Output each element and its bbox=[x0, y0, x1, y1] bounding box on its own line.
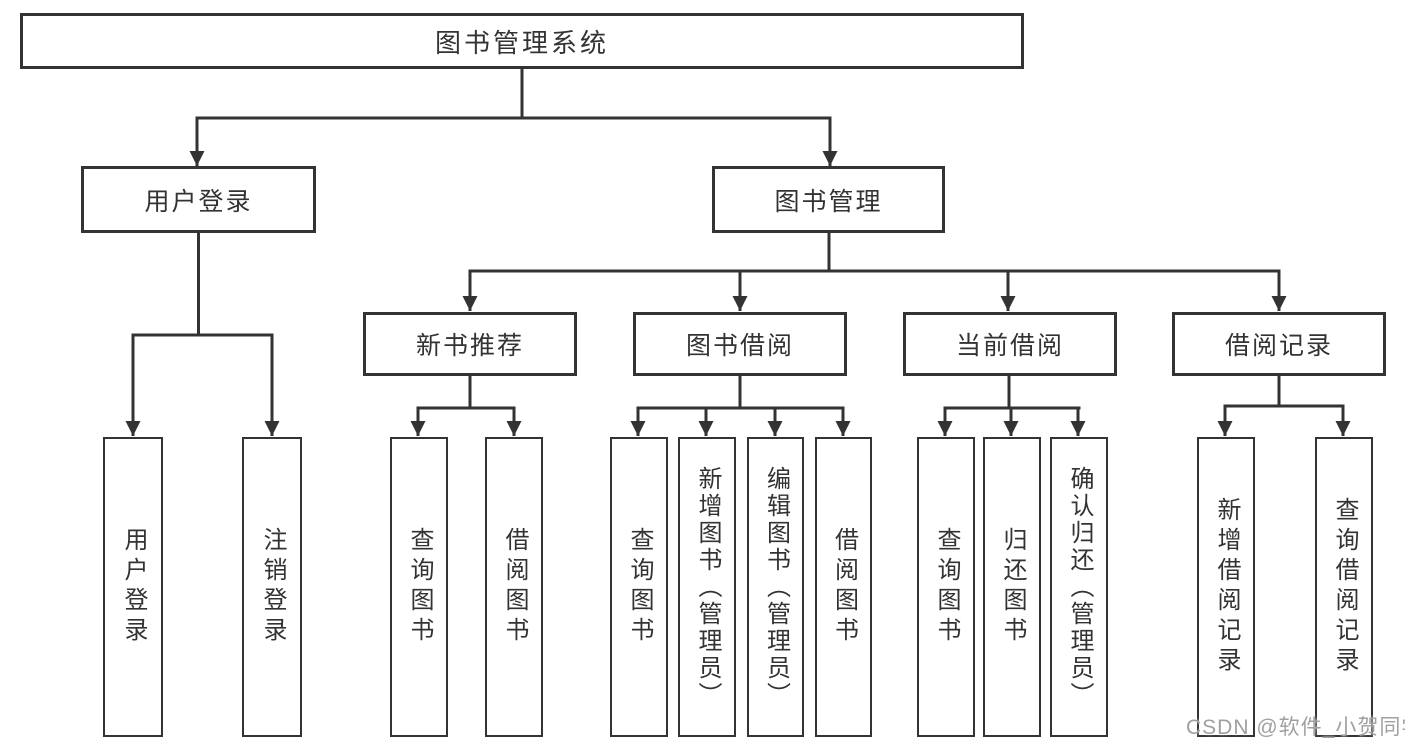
leaf-add-book-admin: 新增图书（管理员） bbox=[678, 437, 736, 737]
leaf-return-books: 归还图书 bbox=[983, 437, 1041, 737]
node-root-library-management-system: 图书管理系统 bbox=[20, 13, 1024, 69]
leaf-logout: 注销登录 bbox=[242, 437, 302, 737]
node-book-borrowing: 图书借阅 bbox=[633, 312, 847, 376]
leaf-borrow-books-borrowing-label: 借阅图书 bbox=[830, 527, 858, 647]
node-current-borrowing: 当前借阅 bbox=[903, 312, 1117, 376]
leaf-user-login: 用户登录 bbox=[103, 437, 163, 737]
node-borrowing-records: 借阅记录 bbox=[1172, 312, 1386, 376]
leaf-query-borrow-record: 查询借阅记录 bbox=[1315, 437, 1373, 737]
leaf-edit-book-admin-label: 编辑图书（管理员） bbox=[762, 465, 790, 709]
leaf-add-borrow-record-label: 新增借阅记录 bbox=[1213, 497, 1240, 677]
leaf-confirm-return-admin-label: 确认归还（管理员） bbox=[1066, 465, 1093, 709]
leaf-query-borrow-record-label: 查询借阅记录 bbox=[1331, 497, 1358, 677]
leaf-confirm-return-admin: 确认归还（管理员） bbox=[1050, 437, 1108, 737]
leaf-borrow-books-recommend-label: 借阅图书 bbox=[501, 527, 528, 647]
node-user-login: 用户登录 bbox=[81, 166, 316, 233]
node-new-book-recommend: 新书推荐 bbox=[363, 312, 577, 376]
leaf-edit-book-admin: 编辑图书（管理员） bbox=[747, 437, 804, 737]
leaf-query-books-current: 查询图书 bbox=[917, 437, 975, 737]
leaf-user-login-label: 用户登录 bbox=[120, 527, 147, 647]
leaf-add-book-admin-label: 新增图书（管理员） bbox=[694, 465, 721, 709]
leaf-borrow-books-recommend: 借阅图书 bbox=[485, 437, 543, 737]
leaf-logout-label: 注销登录 bbox=[259, 527, 286, 647]
leaf-query-books-current-label: 查询图书 bbox=[933, 527, 960, 647]
node-book-management: 图书管理 bbox=[712, 166, 945, 233]
leaf-query-books-recommend: 查询图书 bbox=[390, 437, 448, 737]
leaf-query-books-recommend-label: 查询图书 bbox=[406, 527, 433, 647]
csdn-watermark: CSDN @软件_小贺同学 bbox=[1186, 716, 1405, 739]
leaf-borrow-books-borrowing: 借阅图书 bbox=[815, 437, 872, 737]
leaf-add-borrow-record: 新增借阅记录 bbox=[1197, 437, 1255, 737]
leaf-return-books-label: 归还图书 bbox=[999, 527, 1026, 647]
leaf-query-books-borrowing: 查询图书 bbox=[610, 437, 668, 737]
leaf-query-books-borrowing-label: 查询图书 bbox=[626, 527, 653, 647]
